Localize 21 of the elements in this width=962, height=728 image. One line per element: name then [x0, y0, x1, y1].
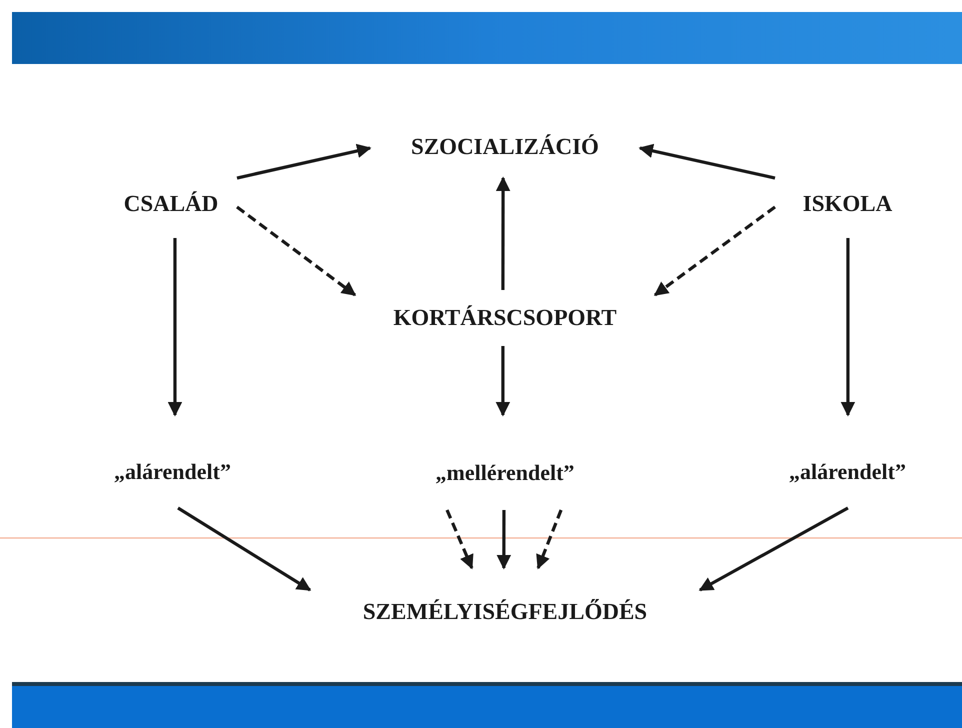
arrow [698, 506, 849, 592]
arrow [177, 506, 312, 592]
node-label: „alárendelt” [789, 458, 906, 484]
node-label: „alárendelt” [114, 458, 231, 484]
dashed-arrow [236, 206, 356, 296]
node-label: SZEMÉLYISÉGFEJLŐDÉS [362, 599, 648, 625]
dashed-arrow [446, 509, 474, 570]
node-label: KORTÁRSCSOPORT [393, 305, 617, 331]
node-label: „mellérendelt” [436, 460, 574, 486]
node-label: CSALÁD [124, 191, 218, 217]
dashed-arrow [536, 509, 563, 570]
node-label: ISKOLA [802, 191, 892, 217]
arrow [496, 510, 512, 570]
arrow [840, 238, 856, 416]
arrow [496, 176, 510, 290]
arrow [236, 144, 372, 180]
arrow [496, 346, 510, 416]
dashed-arrow [654, 206, 776, 296]
node-label: SZOCIALIZÁCIÓ [411, 134, 599, 160]
arrow [638, 144, 776, 180]
arrow [168, 238, 182, 416]
